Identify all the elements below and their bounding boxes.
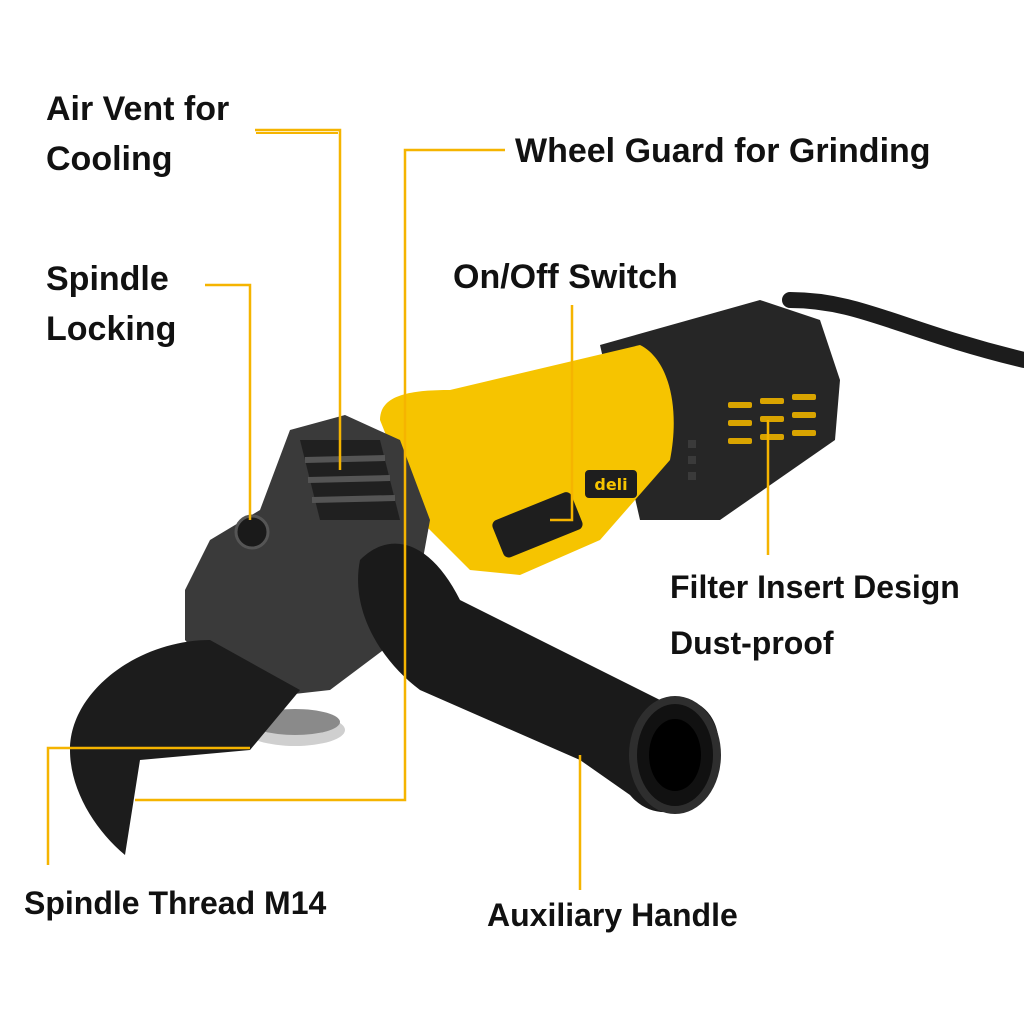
label-filter-line2: Dust-proof — [670, 625, 834, 661]
auxiliary-handle[interactable] — [358, 543, 719, 813]
label-air-vent: Air Vent for Cooling — [46, 84, 229, 184]
label-spindle-thread: Spindle Thread M14 — [24, 885, 327, 921]
on-off-switch[interactable] — [491, 490, 585, 559]
label-air-vent-line2: Cooling — [46, 140, 173, 178]
callout-lines — [46, 128, 770, 890]
label-filter-line1: Filter Insert Design — [670, 569, 960, 605]
label-auxiliary-handle: Auxiliary Handle — [487, 897, 738, 933]
label-spindle-locking-line2: Locking — [46, 310, 177, 348]
power-cord — [782, 292, 1024, 368]
label-on-off-switch: On/Off Switch — [453, 258, 678, 296]
brand-logo: deli — [594, 475, 627, 494]
label-filter-insert: Filter Insert Design Dust-proof — [670, 562, 960, 668]
brand-badge — [585, 470, 637, 498]
filter-vents — [728, 394, 816, 444]
spindle-lock-button[interactable] — [234, 514, 270, 550]
label-air-vent-line1: Air Vent for — [46, 90, 230, 128]
label-wheel-guard: Wheel Guard for Grinding — [515, 132, 931, 170]
motor-body-yellow — [380, 345, 674, 575]
label-spindle-locking-line1: Spindle — [46, 260, 169, 298]
label-spindle-locking: Spindle Locking — [46, 254, 176, 354]
